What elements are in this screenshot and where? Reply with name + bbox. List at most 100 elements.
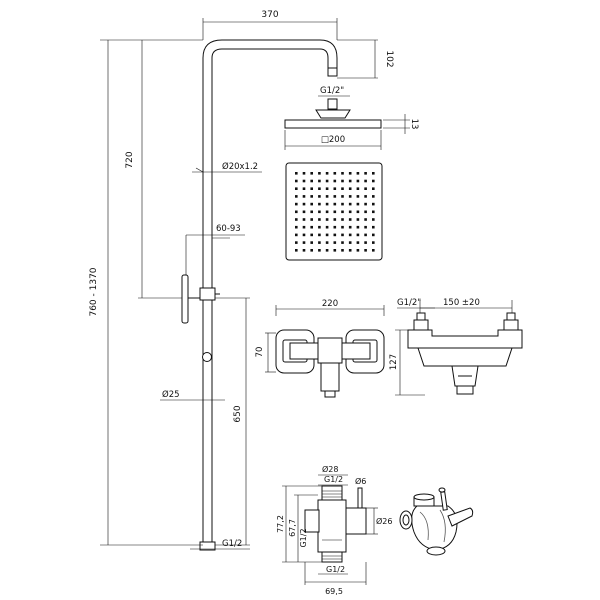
nozzle (310, 218, 313, 221)
label-lower-height: 650 (233, 405, 243, 422)
nozzle (302, 225, 306, 229)
nozzle (341, 218, 344, 221)
column-dimensions: 370 102 760 - 1370 720 Ø20x1.2 60-93 Ø25… (89, 10, 394, 550)
nozzle (333, 249, 337, 252)
nozzle (356, 172, 360, 175)
label-head-thickness: 13 (409, 119, 419, 130)
shower-head-side-view: G1/2" 13 □200 (284, 86, 419, 150)
nozzle (302, 202, 306, 206)
nozzle (372, 202, 375, 206)
label-div-height-a: 77,2 (276, 515, 285, 533)
nozzle (341, 210, 344, 214)
nozzle (325, 225, 329, 229)
nozzle (372, 241, 375, 244)
label-riser-drop: 102 (384, 50, 394, 67)
shower-column (181, 39, 338, 551)
thread-lines-top (322, 490, 342, 498)
nozzle (348, 249, 352, 252)
nozzle (341, 187, 344, 190)
nozzle (364, 225, 367, 229)
label-lower-pipe-diameter: Ø25 (162, 389, 180, 400)
diverter-3d-render (399, 487, 474, 556)
nozzle (372, 195, 375, 198)
label-div-body-diameter: Ø26 (376, 516, 392, 526)
nozzle (325, 233, 329, 237)
nozzle (356, 195, 360, 198)
nozzle (333, 225, 337, 229)
label-thermo-spacing: 150 ±20 (443, 298, 480, 308)
label-total-height: 760 - 1370 (89, 267, 99, 316)
nozzle (310, 179, 313, 183)
nozzle (325, 195, 329, 198)
nozzle (364, 172, 367, 175)
nozzle (356, 225, 360, 229)
nozzle (333, 179, 337, 183)
nozzle (356, 249, 360, 252)
nozzle (295, 202, 298, 206)
nozzle (341, 241, 344, 244)
nozzle (318, 241, 321, 244)
nozzle (318, 233, 321, 237)
nozzle (302, 187, 306, 190)
nozzle (333, 241, 337, 244)
nozzle (295, 225, 298, 229)
nozzle (318, 249, 321, 252)
thermostatic-mixer-view: G1/2" 150 ±20 127 (389, 298, 523, 396)
shower-head-top-view (285, 162, 383, 261)
nozzle (318, 195, 321, 198)
nozzle (318, 225, 321, 229)
nozzle (341, 233, 344, 237)
nozzle (325, 210, 329, 214)
nozzle (356, 218, 360, 221)
nozzle (364, 249, 367, 252)
nozzle (295, 179, 298, 183)
nozzle (333, 195, 337, 198)
label-div-side-diameter: Ø6 (355, 476, 366, 486)
nozzle (356, 210, 360, 214)
nozzle (302, 195, 306, 198)
label-thermo-height: 127 (389, 354, 399, 370)
nozzle (325, 241, 329, 244)
nozzle (295, 241, 298, 244)
nozzle (348, 210, 352, 214)
label-mixer-height: 70 (255, 347, 265, 358)
label-slider-range: 60-93 (216, 224, 241, 234)
nozzle (310, 241, 313, 244)
nozzle (356, 202, 360, 206)
nozzle (302, 210, 306, 214)
nozzle (302, 241, 306, 244)
nozzle (310, 249, 313, 252)
nozzle (302, 218, 306, 221)
label-div-bottom-thread: G1/2 (326, 565, 345, 574)
label-head-connection: G1/2" (320, 86, 344, 96)
label-upper-height: 720 (125, 151, 135, 168)
nozzle (295, 210, 298, 214)
nozzle (325, 172, 329, 175)
label-base-connection: G1/2 (222, 539, 242, 549)
nozzle (348, 218, 352, 221)
nozzle (325, 187, 329, 190)
nozzle (348, 241, 352, 244)
nozzle (341, 225, 344, 229)
nozzle (364, 195, 367, 198)
nozzle (348, 172, 352, 175)
nozzle (325, 249, 329, 252)
nozzle (310, 187, 313, 190)
nozzle (348, 195, 352, 198)
nozzle (372, 172, 375, 175)
nozzle (356, 179, 360, 183)
nozzle (348, 202, 352, 206)
nozzle (333, 187, 337, 190)
nozzle (341, 249, 344, 252)
nozzle (348, 187, 352, 190)
nozzle (372, 249, 375, 252)
nozzle (295, 233, 298, 237)
nozzle (325, 218, 329, 221)
nozzle (348, 233, 352, 237)
nozzle (295, 218, 298, 221)
label-head-size: □200 (321, 135, 345, 145)
nozzle (364, 179, 367, 183)
nozzle (364, 187, 367, 190)
nozzle (310, 172, 313, 175)
label-div-width: 69,5 (325, 587, 343, 596)
